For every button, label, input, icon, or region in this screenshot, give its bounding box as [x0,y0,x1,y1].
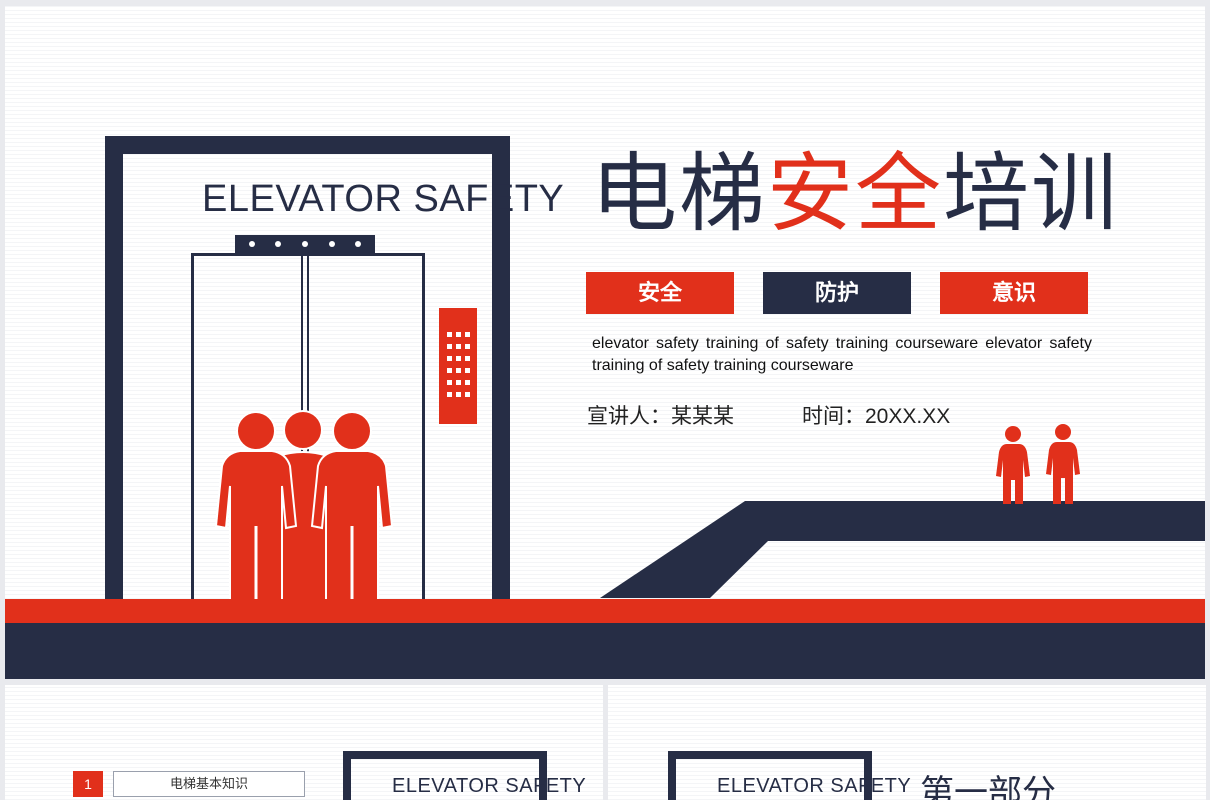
section-number: 1 [73,771,103,797]
indicator-dots-icon [249,241,361,247]
part-title: 第一部分 [920,774,1056,800]
floor-indicator [235,235,375,253]
page-title: 电梯安全培训 [591,144,1119,244]
time-text: 时间：20XX.XX [802,405,951,428]
person-icon [996,424,1080,504]
elevator-frame [105,136,510,626]
slide-thumbnail-2[interactable]: ELEVATOR SAFETY 第一部分 [608,685,1206,800]
section-label: 电梯基本知识 [113,771,305,797]
description-text: elevator safety training of safety train… [592,335,1092,374]
presenter-text: 宣讲人：某某某 [587,405,734,428]
floor-navy-stripe [5,623,1205,679]
escalator-icon [600,501,1205,598]
people-group-icon [214,410,394,602]
elevator-safety-label: ELEVATOR SAFETY [717,775,912,797]
elevator-frame [668,751,872,800]
slide-thumbnail-1[interactable]: 1 电梯基本知识 ELEVATOR SAFETY [5,685,603,800]
floor-red-stripe [5,599,1205,623]
elevator-frame [343,751,547,800]
tag-awareness: 意识 [940,272,1088,314]
main-slide: ELEVATOR SAFETY [5,6,1205,679]
button-panel-icon [439,308,477,424]
elevator-safety-label: ELEVATOR SAFETY [392,775,587,797]
elevator-safety-label: ELEVATOR SAFETY [202,178,565,220]
tag-safety: 安全 [586,272,734,314]
tag-protection: 防护 [763,272,911,314]
